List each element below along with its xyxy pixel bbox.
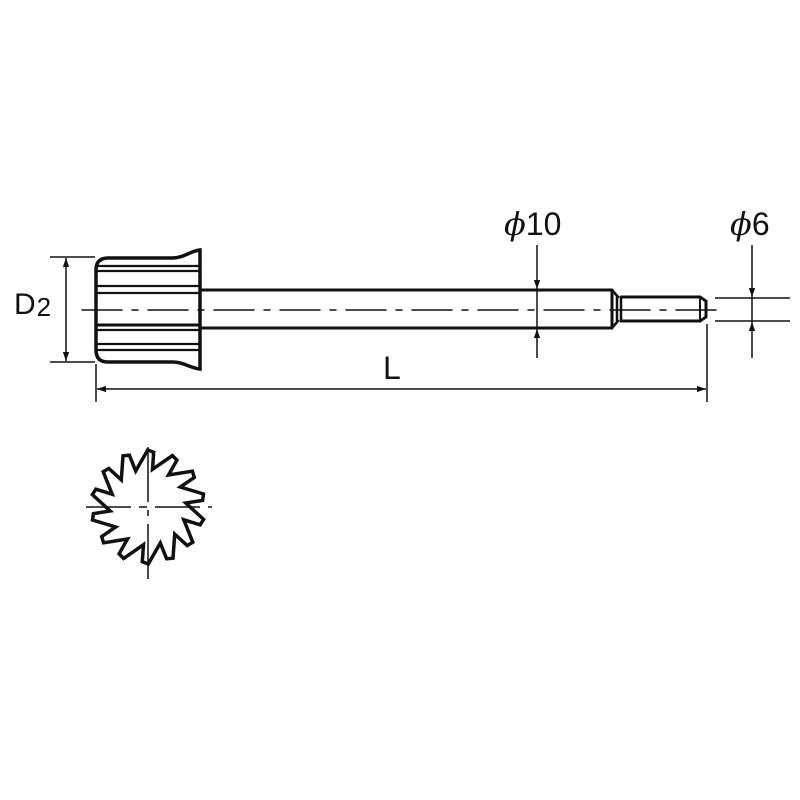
dimensions	[50, 245, 790, 402]
end-view	[86, 447, 212, 587]
knurl-stripes	[95, 264, 202, 352]
pilot	[619, 295, 708, 323]
side-view	[81, 248, 719, 371]
d2-label: D2	[14, 288, 52, 322]
phi6-label: ϕ6	[730, 205, 770, 243]
serrated-end-profile	[90, 447, 206, 567]
step	[610, 288, 623, 330]
phi10-label: ϕ10	[504, 205, 562, 243]
l-label: L	[383, 350, 401, 386]
shank	[198, 288, 614, 330]
